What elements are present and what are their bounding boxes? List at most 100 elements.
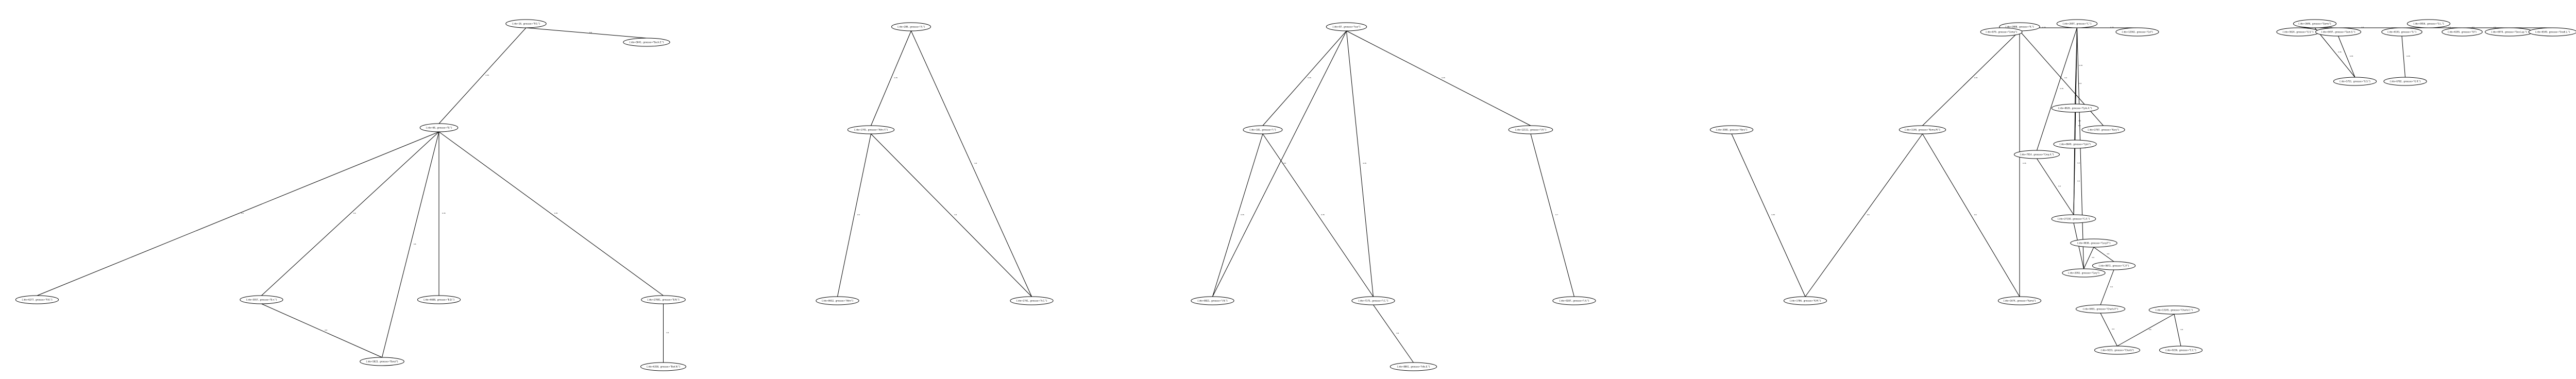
node-ellipse[interactable] [2075, 304, 2126, 314]
graph-node[interactable]: {.ido=2787, .groesse="Kary"} [2081, 125, 2125, 134]
graph-node[interactable]: {.ido=5751, .groesse="G.S."} [2333, 77, 2377, 86]
node-ellipse[interactable] [1997, 296, 2042, 305]
graph-node[interactable]: {.ido=7914, .groesse="Cmp.A."} [2014, 150, 2060, 159]
graph-node[interactable]: {.ido=1761, .groesse="A.C."} [1010, 296, 1054, 305]
graph-node[interactable]: {.ido=5823, .groesse="Bsnzl"} [360, 357, 404, 366]
graph-node[interactable]: {.ido=6358, .groesse="Bed.N."} [640, 362, 686, 371]
graph-node[interactable]: {.ido=5841, .groesse="Buch.Z."} [623, 38, 670, 47]
node-ellipse[interactable] [505, 19, 547, 28]
node-ellipse[interactable] [641, 295, 686, 304]
graph-node[interactable]: {.ido=9287, .groesse="I.A."} [1552, 296, 1596, 305]
node-ellipse[interactable] [1191, 296, 1234, 305]
node-ellipse[interactable] [1389, 362, 1437, 371]
graph-node[interactable]: {.ido=68, .groesse="B."} [419, 123, 459, 132]
graph-node[interactable]: {.ido=6782, .groesse="G.R."} [2383, 77, 2427, 86]
node-ellipse[interactable] [1552, 296, 1596, 305]
node-ellipse[interactable] [640, 362, 686, 371]
graph-node[interactable]: {.ido=181, .groesse="I."} [1243, 125, 1283, 134]
node-ellipse[interactable] [1326, 22, 1367, 31]
graph-node[interactable]: {.ido=5624, .groesse="G.S."} [2276, 27, 2320, 37]
node-ellipse[interactable] [816, 296, 859, 305]
graph-node[interactable]: {.ido=8821, .groesse="I.N."} [1191, 296, 1234, 305]
node-ellipse[interactable] [2051, 214, 2096, 223]
graph-node[interactable]: {.ido=6277, .groesse="R.K."} [15, 295, 59, 304]
node-ellipse[interactable] [2442, 27, 2483, 37]
graph-node[interactable]: {.ido=1146, .groesse="Koma.M."} [1899, 125, 1946, 134]
graph-node[interactable]: {.ido=8626, .groesse="Cplx.A."} [2051, 104, 2099, 113]
node-label: {.ido=9956, .groesse="G.L."} [2413, 23, 2445, 25]
node-ellipse[interactable] [2053, 140, 2097, 149]
graph-node[interactable]: {.ido=6974, .groesse="Gen.Lup."} [2485, 27, 2533, 37]
node-ellipse[interactable] [2081, 125, 2125, 134]
node-ellipse[interactable] [2070, 238, 2117, 248]
graph-node[interactable]: {.ido=2697, .groesse="C."} [2056, 19, 2098, 28]
graph-node[interactable]: {.ido=1674, .groesse="Kama"} [1997, 296, 2042, 305]
graph-node[interactable]: {.ido=8861, .groesse="Idle.E."} [1389, 362, 1437, 371]
node-ellipse[interactable] [891, 22, 931, 31]
graph-node[interactable]: {.ido=13145, .groesse="Charls.C."} [2148, 305, 2200, 315]
graph-node[interactable]: {.ido=879, .groesse="Comp"} [1980, 27, 2023, 37]
node-ellipse[interactable] [2406, 19, 2451, 28]
graph-node[interactable]: {.ido=1745, .groesse="Athn.Y."} [847, 125, 895, 134]
node-ellipse[interactable] [15, 295, 59, 304]
node-ellipse[interactable] [417, 295, 461, 304]
node-label: {.ido=7175, .groesse="I.C."} [1358, 300, 1388, 302]
graph-node[interactable]: {.ido=9236, .groesse="C.C."} [2159, 346, 2203, 355]
node-ellipse[interactable] [2383, 77, 2427, 86]
graph-node[interactable]: {.ido=27801, .groesse="B.N."} [641, 295, 686, 304]
graph-node[interactable]: {.ido=9231, .groesse="Charls"} [2094, 346, 2140, 355]
edge: 0.35 [1262, 133, 1374, 297]
graph-node[interactable]: {.ido=6193, .groesse="G."} [2381, 27, 2422, 37]
graph-node[interactable]: {.ido=8649, .groesse="Cplx"} [2053, 140, 2097, 149]
graph-node[interactable]: {.ido=87, .groesse="Ivar"} [1326, 22, 1367, 31]
node-ellipse[interactable] [240, 295, 283, 304]
graph-node[interactable]: {.ido=9838, .groesse="Cary.P."} [2070, 238, 2117, 248]
edge-weight-label: 0.35 [1321, 214, 1325, 216]
graph-node[interactable]: {.ido=3080, .groesse="Koru"} [1709, 125, 1754, 134]
graph-node[interactable]: {.ido=12562, .groesse="Col"} [2115, 27, 2159, 37]
node-ellipse[interactable] [2315, 27, 2361, 37]
node-ellipse[interactable] [419, 123, 459, 132]
node-ellipse[interactable] [2333, 77, 2377, 86]
node-ellipse[interactable] [1508, 125, 1553, 134]
graph-node[interactable]: {.ido=16, .groesse="P.G."} [505, 19, 547, 28]
node-ellipse[interactable] [1899, 125, 1946, 134]
node-ellipse[interactable] [2381, 27, 2422, 37]
node-ellipse[interactable] [2051, 104, 2099, 113]
node-ellipse[interactable] [1709, 125, 1754, 134]
node-ellipse[interactable] [1010, 296, 1054, 305]
node-ellipse[interactable] [2159, 346, 2203, 355]
graph-node[interactable]: {.ido=7175, .groesse="I.C."} [1351, 296, 1395, 305]
graph-node[interactable]: {.ido=12111, .groesse="I.R."} [1508, 125, 1553, 134]
node-ellipse[interactable] [360, 357, 404, 366]
graph-node[interactable]: {.ido=3646, .groesse="Game"} [2293, 19, 2337, 28]
graph-node[interactable]: {.ido=9956, .groesse="G.L."} [2406, 19, 2451, 28]
node-ellipse[interactable] [1980, 27, 2023, 37]
graph-node[interactable]: {.ido=6497, .groesse="Gam.S."} [2315, 27, 2361, 37]
graph-node[interactable]: {.ido=8652, .groesse="Athn"} [816, 296, 859, 305]
node-ellipse[interactable] [847, 125, 895, 134]
graph-node[interactable]: {.ido=9872, .groesse="C.P."} [2092, 261, 2136, 270]
node-ellipse[interactable] [1351, 296, 1395, 305]
graph-node[interactable]: {.ido=9491, .groesse="Charls.P."} [2075, 304, 2126, 314]
graph-node[interactable]: {.ido=286, .groesse="A."} [891, 22, 931, 31]
graph-node[interactable]: {.ido=27150, .groesse="C.A."} [2051, 214, 2096, 223]
graph-node[interactable]: {.ido=6688, .groesse="B.D."} [417, 295, 461, 304]
node-ellipse[interactable] [2062, 268, 2106, 278]
graph-node[interactable]: {.ido=6549, .groesse="Gradl.L."} [2528, 27, 2576, 37]
node-ellipse[interactable] [2014, 150, 2060, 159]
node-ellipse[interactable] [623, 38, 670, 47]
node-ellipse[interactable] [2528, 27, 2576, 37]
graph-node[interactable]: {.ido=1786, .groesse="K.M."} [1783, 296, 1827, 305]
node-ellipse[interactable] [2293, 19, 2337, 28]
node-ellipse[interactable] [2115, 27, 2159, 37]
node-ellipse[interactable] [2094, 346, 2140, 355]
node-ellipse[interactable] [2092, 261, 2136, 270]
graph-node[interactable]: {.ido=2092, .groesse="Cary"} [2062, 268, 2106, 278]
node-ellipse[interactable] [1243, 125, 1283, 134]
graph-node[interactable]: {.ido=6295, .groesse="Gl"} [2442, 27, 2483, 37]
node-ellipse[interactable] [1783, 296, 1827, 305]
graph-node[interactable]: {.ido=5957, .groesse="B.n."} [240, 295, 283, 304]
node-ellipse[interactable] [2056, 19, 2098, 28]
node-ellipse[interactable] [2148, 305, 2200, 315]
